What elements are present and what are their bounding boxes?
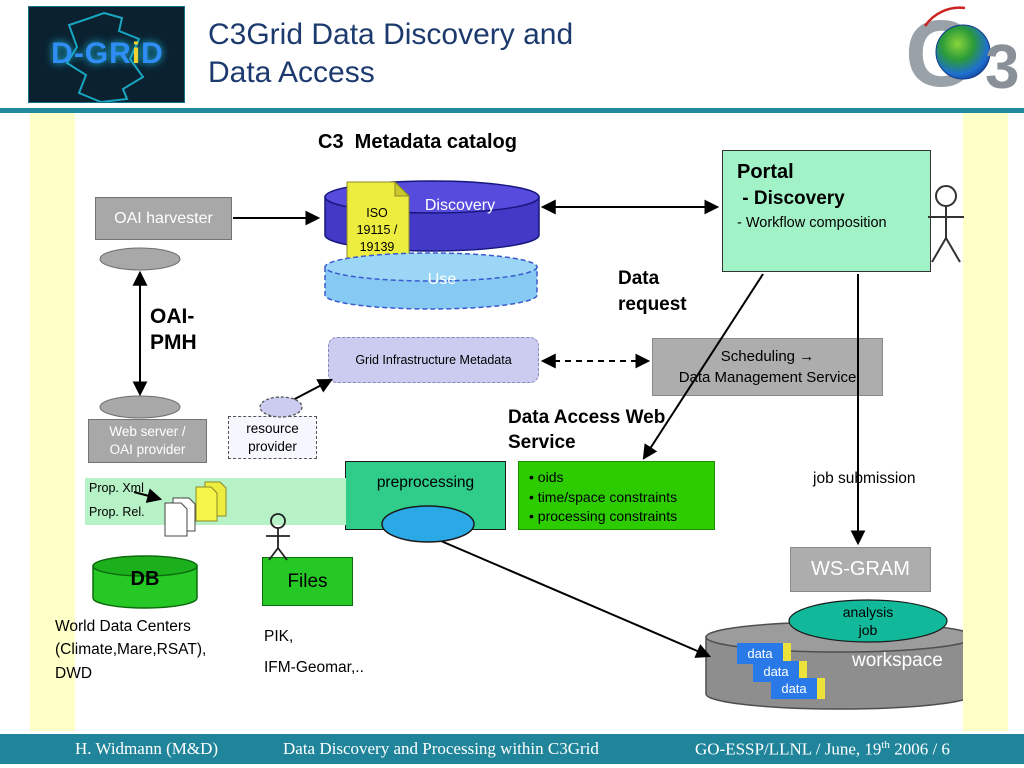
footer-right: GO-ESSP/LLNL / June, 19th 2006 / 6 xyxy=(695,739,950,760)
world-data-centers-label: World Data Centers (Climate,Mare,RSAT), … xyxy=(55,618,207,682)
analysis-job-ellipse xyxy=(788,599,948,643)
grid-infra-label: Grid Infrastructure Metadata xyxy=(355,353,512,367)
portal-workflow: - Workflow composition xyxy=(737,215,887,231)
resource-provider-label: resource provider xyxy=(246,420,299,454)
analysis-job-label: analysis job xyxy=(842,604,894,639)
grid-infra-box: Grid Infrastructure Metadata xyxy=(328,337,539,383)
data-box-1: data xyxy=(737,643,791,664)
dgrid-text-1: D-GR xyxy=(51,37,132,70)
preprocessing-box: preprocessing xyxy=(345,461,506,530)
data-box-3-label: data xyxy=(781,681,807,696)
footer-center: Data Discovery and Processing within C3G… xyxy=(283,739,599,758)
resource-provider-box: resource provider xyxy=(228,416,317,459)
scheduling-label: Scheduling → Data Management Service xyxy=(678,348,857,386)
oai-harvester-box: OAI harvester xyxy=(95,197,232,240)
oai-endpoint-bottom xyxy=(99,395,181,419)
footer-author: H. Widmann (M&D) xyxy=(75,739,219,758)
web-server-box: Web server / OAI provider xyxy=(88,419,207,463)
c3-logo: C 3 xyxy=(903,1,1021,107)
globe-icon xyxy=(935,24,991,80)
portal-title: Portal xyxy=(737,161,794,183)
pik-label: PIK, IFM-Geomar,.. xyxy=(264,628,364,676)
portal-box: Portal - Discovery - Workflow compositio… xyxy=(722,150,931,272)
db-cylinder xyxy=(92,555,198,609)
header-divider xyxy=(0,108,1024,113)
oai-pmh-label: OAI- PMH xyxy=(150,305,197,355)
oai-endpoint-top xyxy=(99,247,181,271)
prop-rel-label: Prop. Rel. xyxy=(89,505,145,519)
constraint-oids: • oids xyxy=(529,469,564,485)
ws-gram-label: WS-GRAM xyxy=(811,558,910,580)
c3-logo-3: 3 xyxy=(985,33,1019,102)
footer-right-pre: GO-ESSP/LLNL / June, 19 xyxy=(695,739,882,759)
scheduling-box: Scheduling → Data Management Service xyxy=(652,338,883,396)
use-cylinder xyxy=(324,252,538,310)
constraint-time-space: • time/space constraints xyxy=(529,488,678,505)
data-box-1-label: data xyxy=(747,646,773,661)
ws-gram-box: WS-GRAM xyxy=(790,547,931,592)
preprocessing-label: preprocessing xyxy=(376,474,475,491)
left-strip xyxy=(30,113,75,731)
iso-doc-label: ISO 19115 / 19139 xyxy=(356,206,398,254)
data-access-ws-label: Data Access Web Service xyxy=(508,407,666,453)
page-title: C3Grid Data Discovery and Data Access xyxy=(208,18,574,90)
files-box: Files xyxy=(262,557,353,606)
dgrid-logo: D-GRiD xyxy=(28,6,185,103)
files-label: Files xyxy=(287,570,328,592)
web-server-label: Web server / OAI provider xyxy=(109,424,186,457)
germany-map-icon xyxy=(65,11,145,102)
dgrid-text-2: D xyxy=(141,37,164,70)
data-box-3: data xyxy=(771,678,825,699)
prop-xml-label: Prop. Xml xyxy=(89,481,144,495)
iso-document-icon xyxy=(346,180,411,269)
constraint-processing: • processing constraints xyxy=(529,508,678,525)
data-box-2-label: data xyxy=(763,664,789,679)
portal-discovery: - Discovery xyxy=(737,188,845,209)
c3-logo-red-arc xyxy=(923,6,966,27)
footer-right-post: 2006 / 6 xyxy=(889,739,950,759)
data-request-label: Data request xyxy=(618,268,687,315)
use-label: Use xyxy=(427,271,457,288)
data-box-2: data xyxy=(753,661,807,682)
catalog-title: C3 Metadata catalog xyxy=(318,131,517,153)
footer-bar xyxy=(0,734,1024,764)
job-submission-label: job submission xyxy=(813,470,916,487)
workspace-label: workspace xyxy=(852,650,943,671)
footer-right-sup: th xyxy=(881,739,890,751)
dgrid-logo-text: D-GRiD xyxy=(29,37,184,71)
discovery-label: Discovery xyxy=(424,197,496,214)
right-strip xyxy=(963,113,1008,731)
dgrid-text-i: i xyxy=(131,37,142,70)
constraints-box: • oids • time/space constraints • proces… xyxy=(518,461,715,530)
oai-harvester-label: OAI harvester xyxy=(114,209,213,227)
db-label: DB xyxy=(130,568,160,590)
